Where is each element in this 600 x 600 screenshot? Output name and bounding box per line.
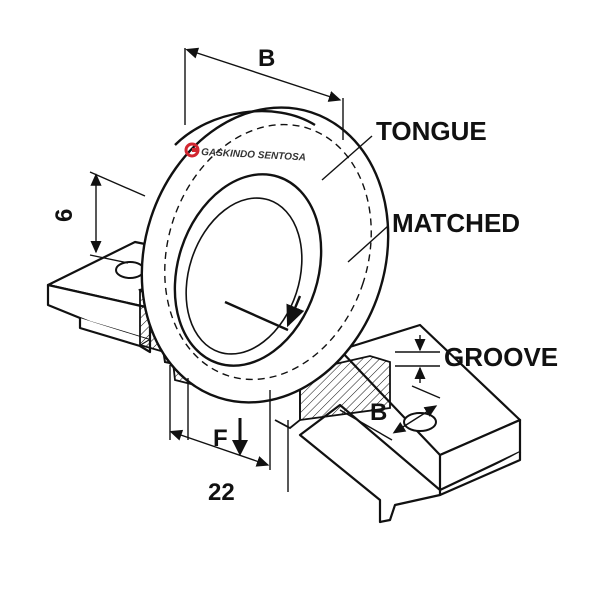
bolt-hole-left: [115, 261, 145, 279]
force-arrow: [232, 418, 248, 456]
force-label: F: [213, 425, 228, 452]
groove-dim: [395, 335, 440, 383]
dim-bottom-22: [169, 365, 289, 492]
brand-logo: GASKINDO SENTOSA: [184, 142, 306, 163]
dim-right-b: [339, 385, 441, 441]
ring-gasket: [140, 106, 390, 404]
dim-left-6: [89, 171, 146, 264]
dim-top-label: B: [258, 45, 275, 72]
base-flange: [46, 240, 522, 524]
bore-arrow: [224, 295, 305, 332]
dim-bottom-label: 22: [208, 479, 235, 506]
dim-right-label: B: [370, 399, 387, 426]
leader-lines: [321, 135, 389, 263]
matched-label: MATCHED: [392, 208, 520, 238]
tongue-dashed-line: [164, 123, 372, 381]
dim-left-label: 6: [51, 209, 78, 222]
tongue-label: TONGUE: [376, 116, 487, 146]
logo-text: GASKINDO SENTOSA: [201, 147, 306, 163]
groove-label: GROOVE: [444, 342, 558, 372]
dim-top-b: [184, 47, 344, 140]
logo-g-icon: [184, 142, 200, 158]
